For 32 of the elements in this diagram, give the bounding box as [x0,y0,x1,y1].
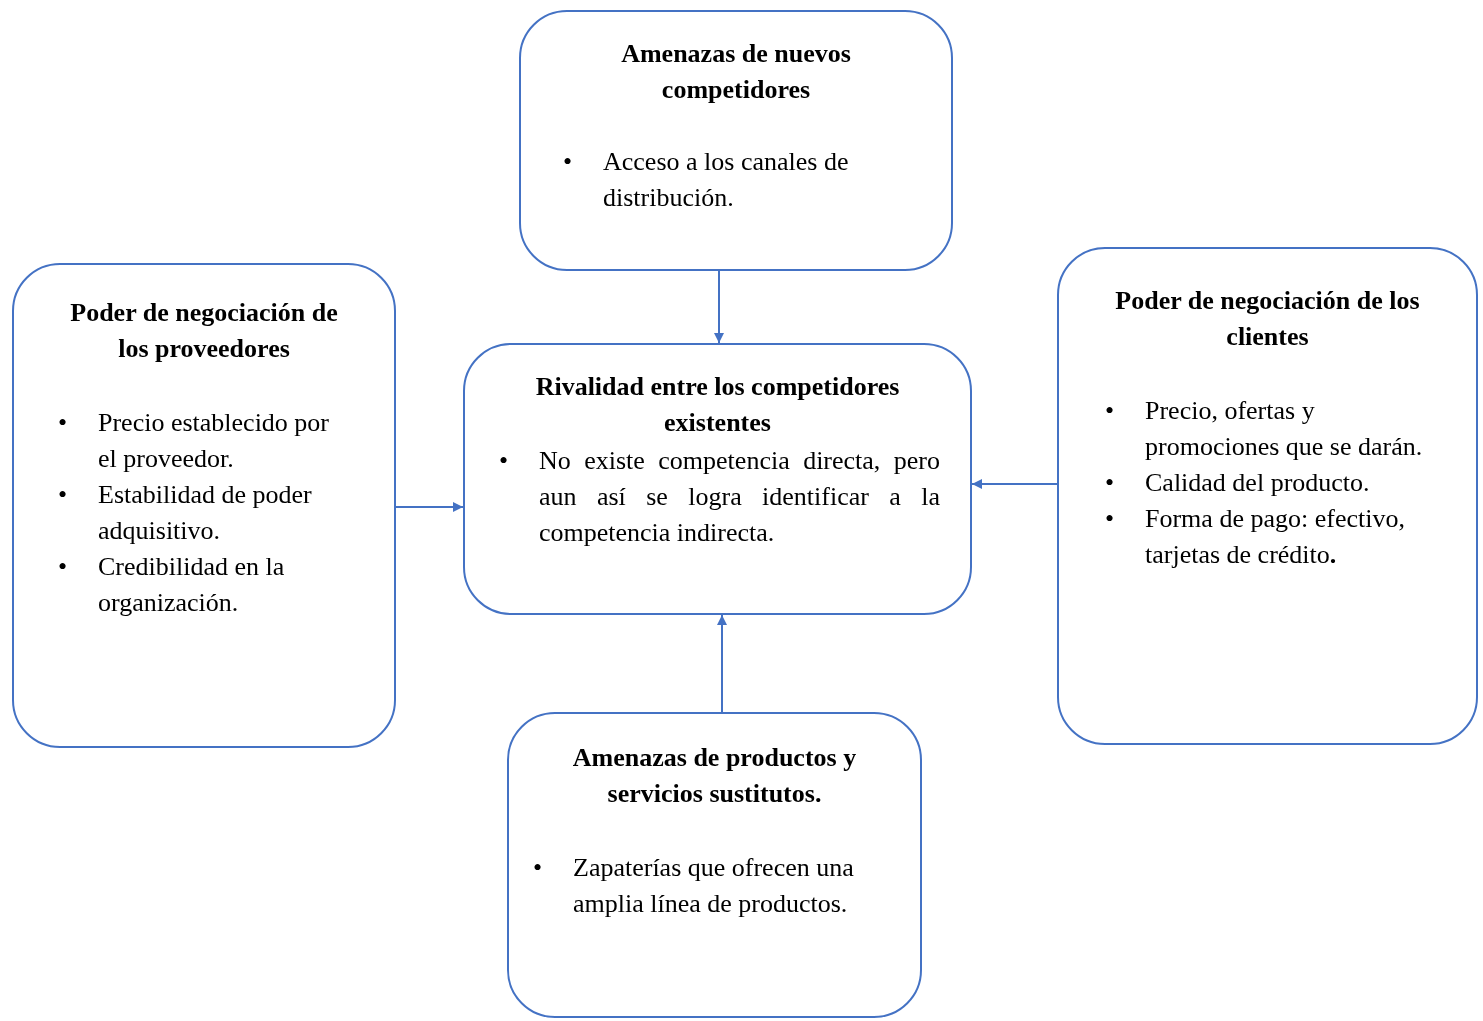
bullet-item: Acceso a los canales de distribución. [603,146,850,214]
bullet-item: Precio, ofertas y promociones que se darán. [1145,395,1424,463]
bullet-marker: • [1105,395,1116,427]
bullet-marker: • [533,852,544,884]
bullet-item: Precio establecido por el proveedor. [98,407,331,475]
box-heading: Poder de negociación de los proveedores [69,297,339,365]
bullet-item: Estabilidad de poder adquisitivo. [98,479,313,547]
bullet-item: Zapaterías que ofrecen una amplia línea de productos. [573,852,855,920]
bullet-marker: • [1105,503,1116,535]
bullet-marker: • [58,407,69,439]
bullet-item: No existe competencia directa, pero aun así se logra identificar a la competencia indirecta. [539,445,940,549]
rounded-box [12,263,396,748]
arrow [717,614,727,713]
arrow [714,270,724,344]
box-heading: Amenazas de productos y servicios sustitutos. [571,742,858,810]
bullet-marker: • [499,445,510,477]
bullet-marker: • [58,479,69,511]
bullet-item: Calidad del producto. [1145,467,1371,499]
bullet-marker: • [563,146,574,178]
bullet-item: Forma de pago: efectivo, tarjetas de crédito. [1145,503,1406,571]
rounded-box [507,712,922,1018]
box-heading: Poder de negociación de los clientes [1114,285,1421,353]
arrow [971,479,1058,489]
rounded-box [463,343,972,615]
bullet-marker: • [58,551,69,583]
box-heading: Amenazas de nuevos competidores [620,38,852,106]
rounded-box [1057,247,1478,745]
box-heading: Rivalidad entre los competidores existentes [534,371,901,439]
bullet-item: Credibilidad en la organización. [98,551,286,619]
arrow [395,502,464,512]
bullet-marker: • [1105,467,1116,499]
rounded-box [519,10,953,271]
